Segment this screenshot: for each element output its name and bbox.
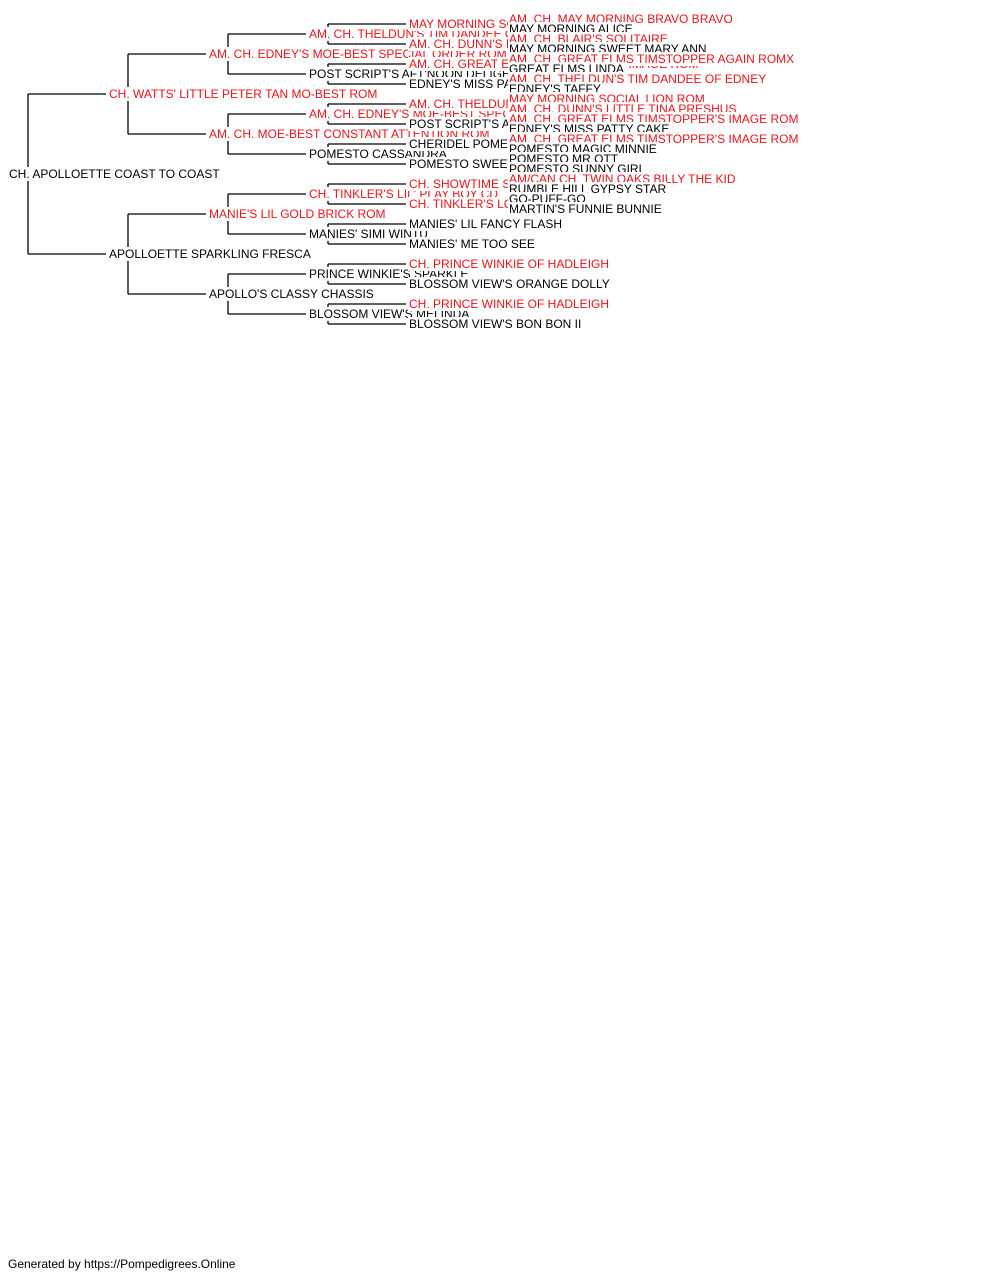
pedigree-gg-grandparent-name: BLOSSOM VIEW'S BON BON II	[408, 317, 583, 331]
pedigree-gg-grandparent-name: BLOSSOM VIEW'S ORANGE DOLLY	[408, 277, 611, 291]
pedigree-great-grandparent-name: MANIES' SIMI WINTU	[308, 227, 429, 241]
pedigree-parent-name: CH. WATTS' LITTLE PETER TAN MO-BEST ROM	[108, 87, 379, 101]
pedigree-gg-grandparent-name: CH. PRINCE WINKIE OF HADLEIGH	[408, 257, 611, 271]
pedigree-grandparent-name: APOLLO'S CLASSY CHASSIS	[208, 287, 375, 301]
pedigree-undefined-name: MARTIN'S FUNNIE BUNNIE	[508, 202, 663, 216]
pedigree-gg-grandparent-name: CH. PRINCE WINKIE OF HADLEIGH	[408, 297, 611, 311]
pedigree-grandparent-name: MANIE'S LIL GOLD BRICK ROM	[208, 207, 387, 221]
pedigree-parent-name: APOLLOETTE SPARKLING FRESCA	[108, 247, 312, 261]
pedigree-gg-grandparent-name: MANIES' ME TOO SEE	[408, 237, 536, 251]
pedigree-gg-grandparent-name: MANIES' LIL FANCY FLASH	[408, 217, 564, 231]
footer-credit: Generated by https://Pompedigrees.Online	[8, 1257, 236, 1271]
pedigree-gg-grandparent-name: POMESTO SWEETIE	[408, 157, 528, 171]
pedigree-subject-name: CH. APOLLOETTE COAST TO COAST	[8, 167, 221, 181]
